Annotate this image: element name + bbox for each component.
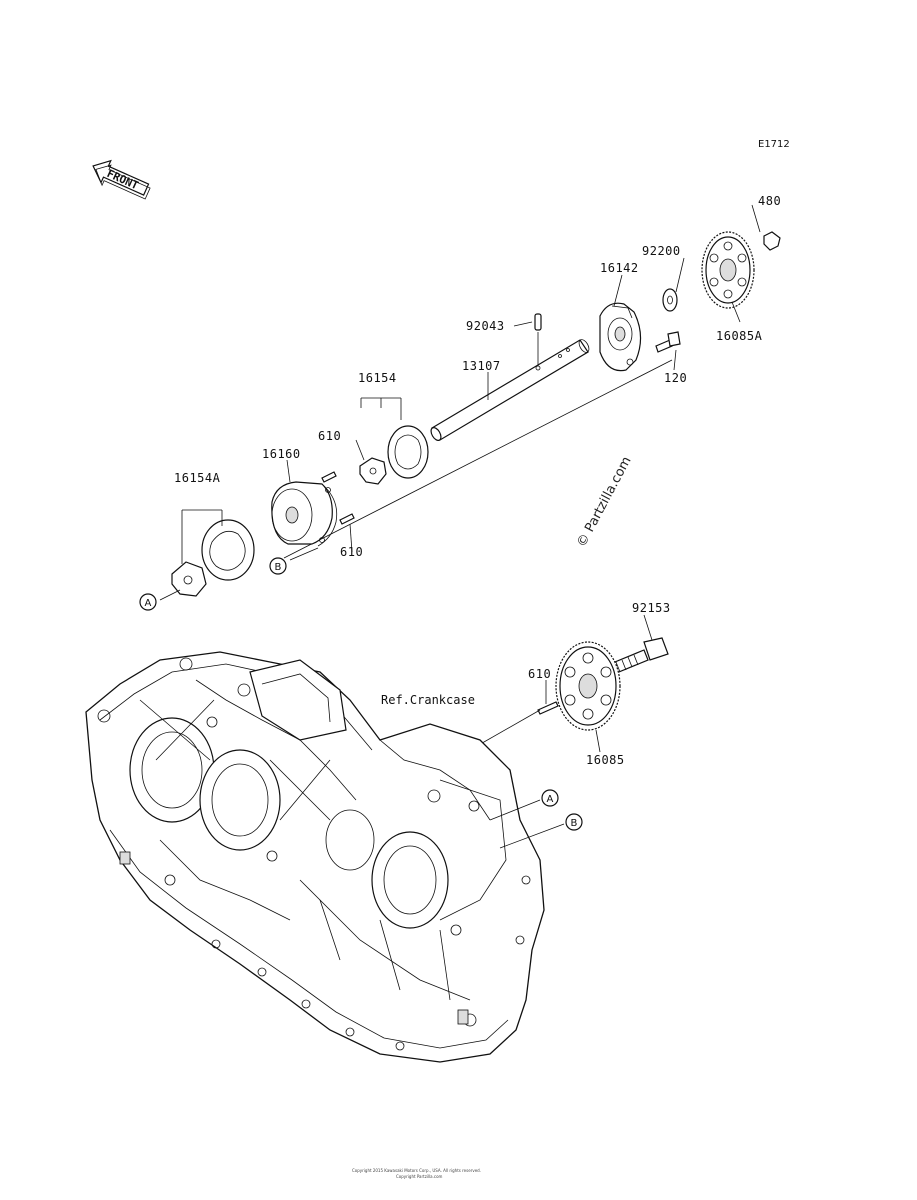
callout-b-upper: B [269, 557, 287, 575]
pin-92043 [534, 313, 542, 371]
rotor-set-16154A [171, 519, 255, 597]
assembly-axis-line [283, 359, 673, 559]
part-label-120: 120 [664, 371, 687, 385]
front-arrow-icon: FRONT [92, 159, 151, 200]
gear-16085A [701, 231, 755, 309]
part-label-16154: 16154 [358, 371, 397, 385]
outer-rotor-16154 [387, 425, 429, 479]
bolt-92153 [609, 637, 669, 675]
diagram-code: E1712 [758, 139, 790, 150]
part-label-16085A: 16085A [716, 329, 763, 343]
nut-480 [763, 231, 781, 251]
part-label-480: 480 [758, 194, 781, 208]
part-label-16085: 16085 [586, 753, 625, 767]
callout-a-lower: A [541, 789, 559, 807]
ref-crankcase-label: Ref.Crankcase [381, 693, 475, 707]
inner-rotor [359, 457, 387, 485]
part-label-610-lower: 610 [340, 545, 363, 559]
gear-16085 [555, 641, 621, 731]
crankcase-drawing [85, 651, 545, 1063]
part-label-13107: 13107 [462, 359, 501, 373]
part-label-16142: 16142 [600, 261, 639, 275]
bolt-120 [655, 331, 681, 353]
pin-610-gear [537, 701, 559, 715]
part-label-92200: 92200 [642, 244, 681, 258]
part-label-610-upper: 610 [318, 429, 341, 443]
watermark: © Partzilla.com [574, 454, 634, 550]
part-label-92043: 92043 [466, 319, 505, 333]
part-label-610-gear: 610 [528, 667, 551, 681]
pump-body-16160 [271, 471, 355, 547]
part-label-16154A: 16154A [174, 471, 221, 485]
part-label-92153: 92153 [632, 601, 671, 615]
pump-shaft [430, 339, 590, 441]
callout-b-lower: B [565, 813, 583, 831]
pump-cover [599, 302, 642, 372]
svg-text:A: A [547, 794, 554, 805]
svg-text:B: B [275, 562, 282, 573]
svg-text:B: B [571, 818, 578, 829]
footer-line-2: Copyright Partzilla.com [396, 1174, 443, 1179]
part-label-16160: 16160 [262, 447, 301, 461]
footer-line-1: Copyright 2015 Kawasaki Motors Corp., US… [352, 1168, 481, 1173]
callout-a-upper: A [139, 593, 157, 611]
washer-92200 [662, 288, 678, 312]
svg-text:A: A [145, 598, 152, 609]
